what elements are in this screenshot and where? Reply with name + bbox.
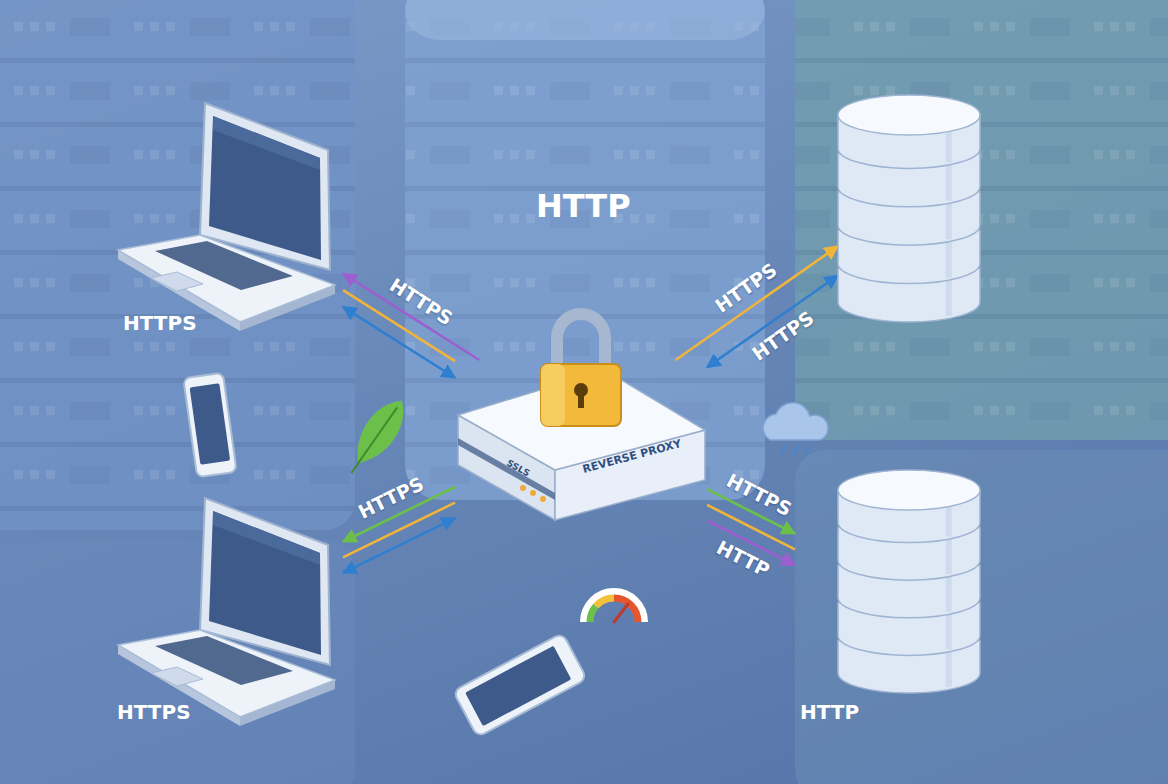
phone-icon: [453, 633, 587, 737]
laptop-illustration: [151, 667, 203, 686]
gauge-icon: [590, 606, 596, 622]
server-rack: [795, 450, 1168, 784]
database-server-shape: [795, 470, 985, 725]
database-cylinder: [838, 470, 980, 693]
laptop-illustration: [213, 511, 320, 565]
server-rack: [0, 0, 355, 784]
phone-icon: [453, 633, 587, 737]
laptop-illustration: [209, 116, 321, 260]
feather-icon: [338, 392, 414, 482]
client-laptop-shape: [115, 495, 343, 731]
edge-label: HTTPS: [356, 474, 427, 522]
proxy-appliance: [520, 485, 526, 491]
client-laptop: HTTPS: [115, 100, 343, 336]
gauge-icon: [586, 594, 642, 622]
gauge-icon: [596, 598, 614, 606]
server-rack: [795, 0, 1168, 440]
node-label: HTTPS: [123, 312, 197, 334]
node-label: HTTPS: [117, 701, 191, 723]
database-server: [838, 95, 980, 327]
feather-icon: [345, 392, 414, 472]
proxy-appliance: [530, 490, 536, 496]
database-server-shape: [838, 95, 980, 327]
gauge-icon: [614, 604, 628, 622]
lock-icon: [541, 314, 621, 426]
proxy-appliance: [540, 496, 546, 502]
database-cylinder: [838, 95, 980, 322]
phone-icon: [190, 383, 231, 464]
connector-arrow: [343, 518, 455, 573]
node-label: HTTP: [800, 701, 859, 723]
database-cylinder: [838, 95, 980, 135]
cloud-icon: [782, 446, 809, 454]
proxy-appliance: [458, 438, 555, 500]
server-rack: [405, 0, 765, 40]
database-cylinder: [838, 470, 980, 510]
laptop-illustration: [118, 103, 335, 331]
database-server: HTTP: [795, 470, 985, 725]
client-laptop: HTTPS: [115, 495, 343, 731]
phone-icon: [183, 373, 237, 478]
gauge-icon: [614, 598, 638, 622]
laptop-illustration: [151, 272, 203, 291]
gauge-icon: [586, 594, 642, 622]
server-rack: [795, 0, 1168, 440]
lock-icon: [541, 364, 621, 426]
server-rack: [795, 0, 1168, 784]
server-rack: [0, 0, 355, 530]
client-laptop-shape: [115, 100, 343, 336]
connector-arrow: [343, 274, 479, 360]
proxy-appliance: [458, 370, 705, 520]
laptop-illustration: [118, 235, 335, 322]
cloud-icon: [763, 403, 828, 440]
edge-label: HTTP: [714, 538, 773, 580]
reverse-proxy: SSLSREVERSE PROXY: [455, 360, 707, 522]
lock-icon: [541, 364, 565, 426]
laptop-illustration: [209, 511, 321, 655]
protocol-label: HTTP: [536, 190, 631, 222]
laptop-illustration: [213, 116, 320, 170]
laptop-illustration: [118, 498, 335, 726]
lock-icon: [578, 392, 584, 408]
server-rack: [0, 0, 355, 530]
cloud-icon: [763, 403, 828, 454]
phone-icon: [183, 373, 237, 478]
feather-icon: [351, 407, 397, 473]
phone-icon: [465, 646, 571, 726]
